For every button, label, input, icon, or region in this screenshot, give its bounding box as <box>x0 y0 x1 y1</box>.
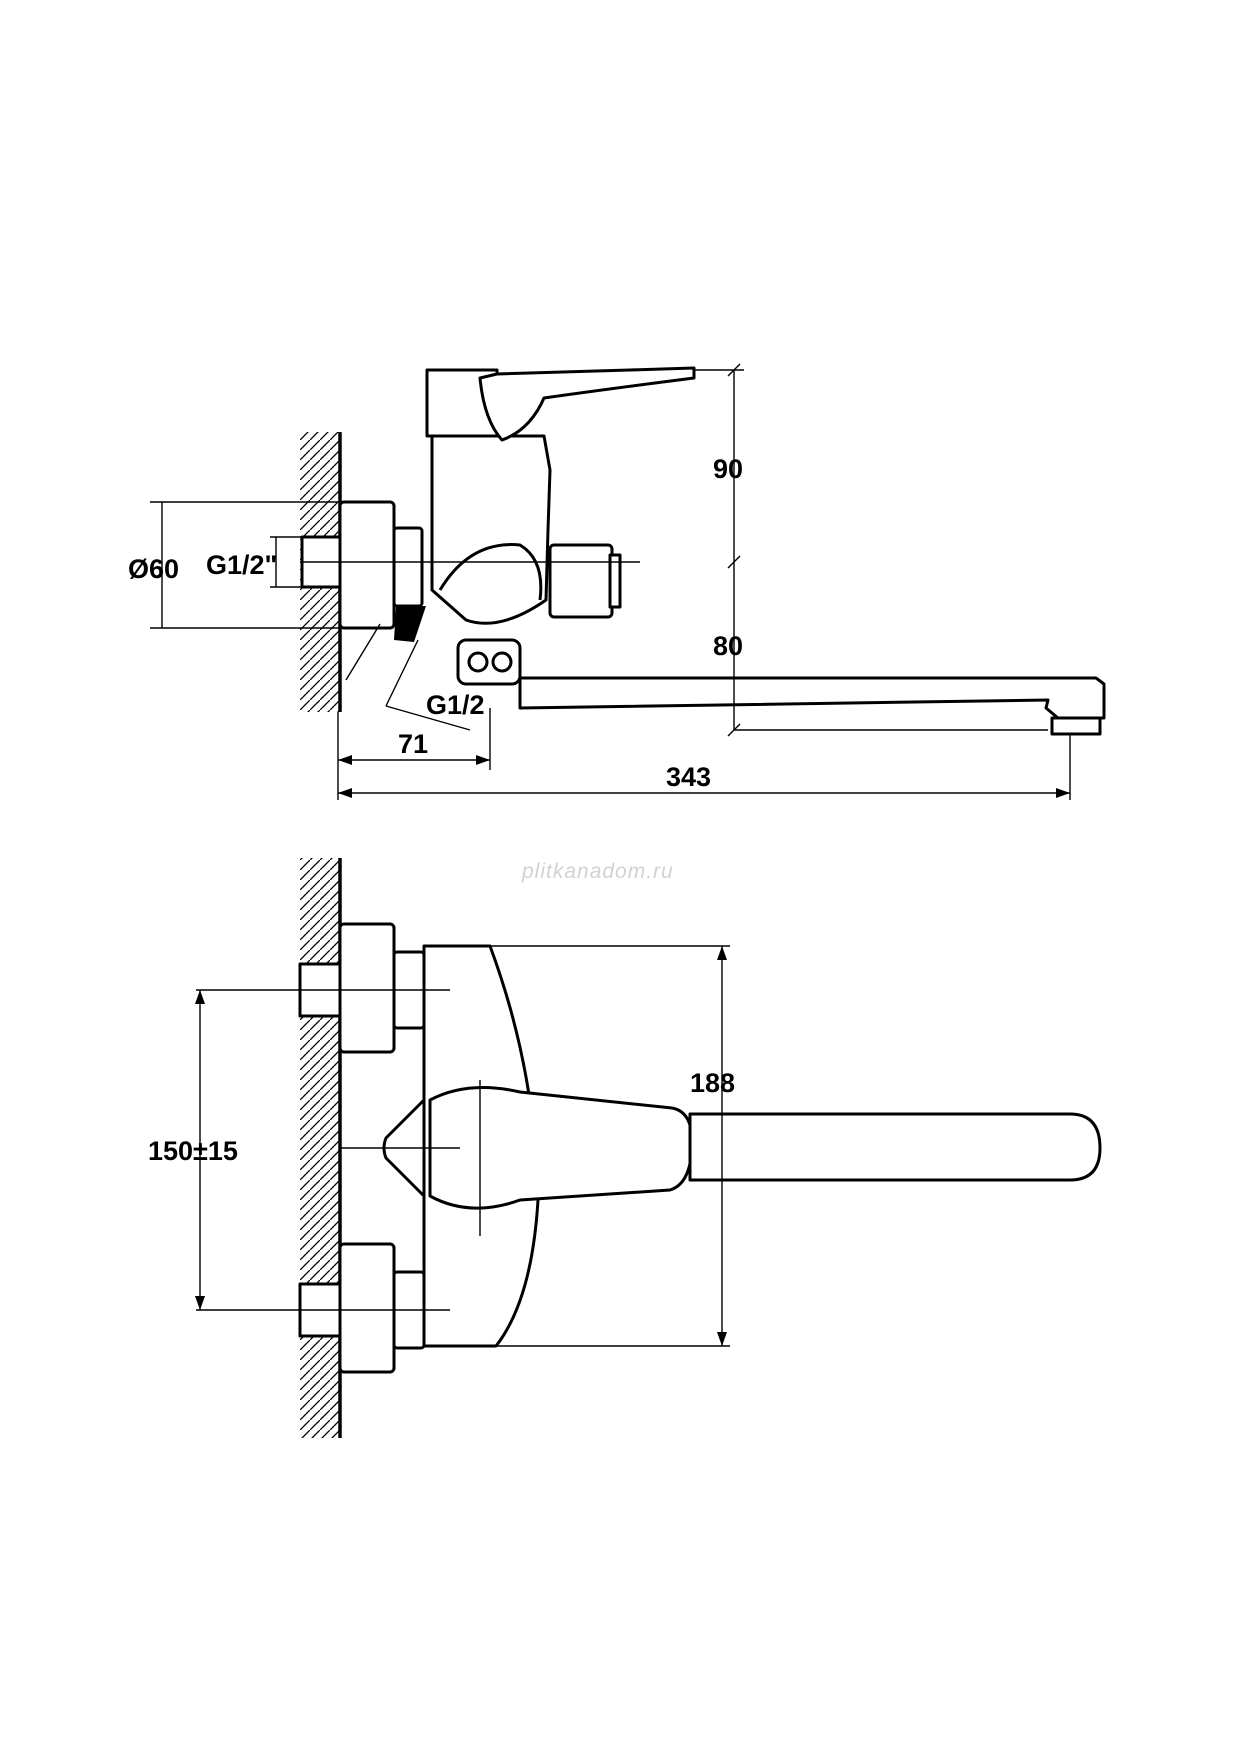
dim-spout-length: 343 <box>666 762 711 792</box>
swivel-hole-right <box>491 651 513 673</box>
side-view: 90 80 Ø60 G1/2" G1/2 71 343 <box>128 363 1106 800</box>
tick-90-bottom <box>727 555 741 569</box>
union-nut <box>392 526 424 608</box>
arrow-71-left <box>338 755 352 765</box>
mixer-body <box>430 434 552 625</box>
arrow-150-top <box>195 990 205 1004</box>
dim-thread-inlet: G1/2" <box>206 550 277 580</box>
spout-swivel <box>456 638 522 686</box>
dim-depth-body: 71 <box>398 729 428 759</box>
lever-front <box>428 1086 694 1210</box>
spout-front <box>688 1112 1102 1182</box>
leader-outlet-thread-3 <box>385 705 471 731</box>
flange-bottom <box>338 1242 396 1374</box>
tick-80-bottom <box>727 723 741 737</box>
diverter-knob <box>548 543 614 619</box>
watermark: plitkanadom.ru <box>521 860 674 883</box>
dim-thread-outlet: G1/2 <box>426 690 485 720</box>
swivel-hole-left <box>467 651 489 673</box>
leader-outlet-thread <box>385 639 419 707</box>
arrow-188-bottom <box>717 1332 727 1346</box>
flange-top <box>338 922 396 1054</box>
arrow-71-right <box>476 755 490 765</box>
wall-flange <box>338 500 396 630</box>
dim-height-spout: 80 <box>713 631 743 661</box>
dim-height-lever: 90 <box>713 454 743 484</box>
arrow-343-left <box>338 788 352 798</box>
front-view: 150±15 188 <box>148 858 1102 1438</box>
arrow-188-top <box>717 946 727 960</box>
dim-body-height: 188 <box>690 1068 735 1098</box>
body-curve-detail <box>438 543 543 601</box>
mixer-lever <box>478 366 696 442</box>
arrow-343-right <box>1056 788 1070 798</box>
aerator <box>1050 716 1102 736</box>
dim-inlet-spacing: 150±15 <box>148 1136 238 1166</box>
eccentric-cone <box>394 606 426 642</box>
leader-outlet-thread-2 <box>345 623 381 681</box>
diverter-knob-cap <box>608 553 622 609</box>
wall-hatch-front <box>300 858 340 1438</box>
tick-90-top <box>727 363 741 377</box>
dim-flange-diameter: Ø60 <box>128 554 179 584</box>
spout-tube <box>518 676 1106 720</box>
arrow-150-bottom <box>195 1296 205 1310</box>
